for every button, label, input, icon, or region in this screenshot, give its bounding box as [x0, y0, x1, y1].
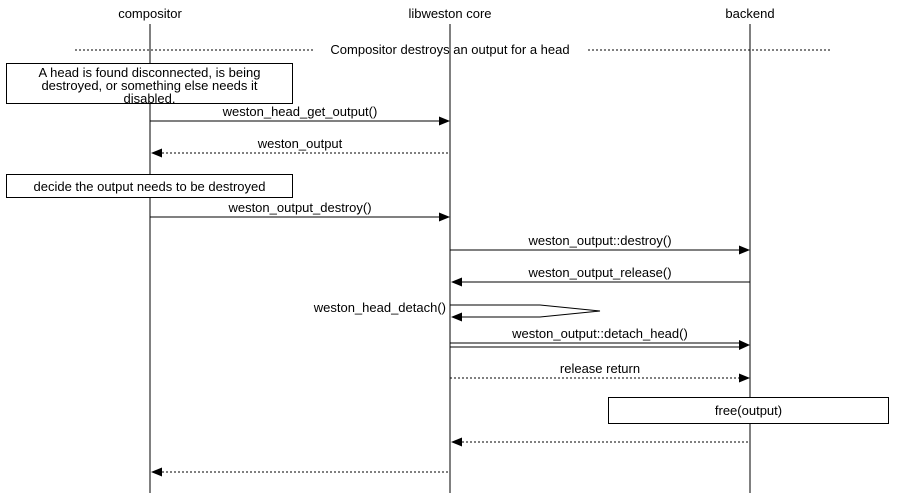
actor-label-backend: backend [725, 6, 774, 21]
note-free-output: free(output) [608, 397, 889, 424]
message-label-weston-output-return: weston_output [257, 136, 343, 151]
note-decide-destroy-text: decide the output needs to be destroyed [33, 178, 266, 194]
message-label-detach-head-vfunc: weston_output::detach_head() [511, 326, 688, 341]
message-label-output-destroy-vfunc: weston_output::destroy() [527, 233, 671, 248]
arrowhead-right-icon [739, 245, 750, 255]
arrowhead-right-icon [739, 373, 750, 383]
arrowhead-right-icon [439, 212, 450, 222]
arrowhead-left-icon [151, 148, 162, 158]
message-label-release-return: release return [560, 361, 640, 376]
arrowhead-left-icon [151, 467, 162, 477]
message-label-output-release: weston_output_release() [527, 265, 671, 280]
message-label-output-destroy: weston_output_destroy() [227, 200, 371, 215]
actor-label-compositor: compositor [118, 6, 182, 21]
arrowhead-right-icon [739, 340, 750, 350]
divider-label: Compositor destroys an output for a head [330, 42, 569, 57]
note-head-disconnected-line2: destroyed, or something else needs it [41, 78, 258, 93]
note-decide-destroy: decide the output needs to be destroyed [6, 174, 293, 198]
arrowhead-left-icon [451, 277, 462, 287]
arrowhead-left-icon [451, 437, 462, 447]
note-free-output-text: free(output) [714, 403, 783, 418]
message-label-head-detach: weston_head_detach() [313, 300, 446, 315]
actor-label-libweston-core: libweston core [408, 6, 491, 21]
note-head-disconnected: A head is found disconnected, is being d… [6, 63, 293, 106]
note-head-disconnected-line3: disabled. [123, 91, 176, 106]
arrowhead-right-icon [439, 116, 450, 126]
arrowhead-left-icon [451, 312, 462, 322]
note-head-disconnected-line1: A head is found disconnected, is being [38, 65, 261, 80]
self-message-loop-head-detach [450, 304, 601, 318]
message-label-head-get-output: weston_head_get_output() [222, 104, 378, 119]
